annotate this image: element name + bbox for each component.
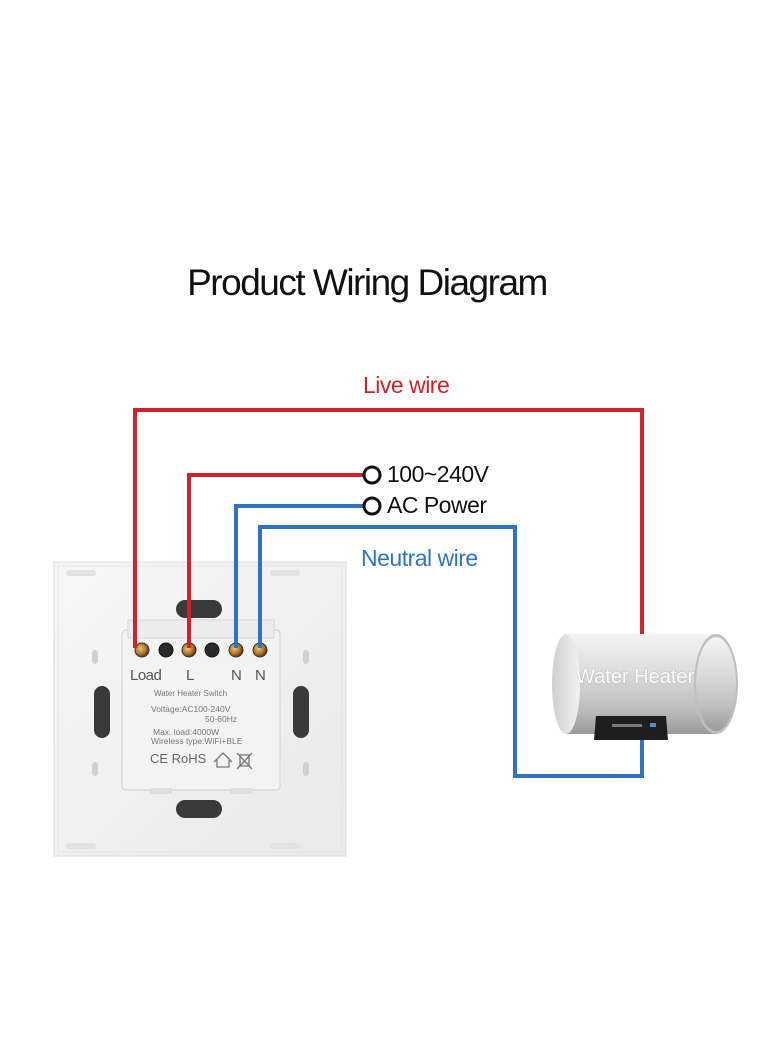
terminal-blank-screw [158, 642, 174, 658]
terminal-load-screw [134, 642, 150, 658]
switch-wireless-label: Wireless type:WiFi+BLE [151, 736, 243, 746]
terminal-label-n: N [231, 667, 242, 684]
neutral-wire [234, 504, 644, 778]
live-wire-label: Live wire [363, 372, 450, 398]
ac-terminal-neutral [362, 496, 382, 516]
terminal-label-n: N [255, 667, 266, 684]
water-heater [552, 634, 738, 740]
terminal-label-l: L [186, 667, 194, 684]
neutral-wire-label: Neutral wire [361, 545, 478, 571]
switch-name-label: Water Heater Switch [154, 689, 228, 698]
page-title: Product Wiring Diagram [187, 262, 548, 303]
live-wire [133, 408, 644, 648]
switch-frequency-label: 50-60Hz [205, 714, 238, 724]
ac-power-label: AC Power [387, 492, 487, 518]
terminal-label-load: Load [130, 667, 162, 684]
heater-label: Water Heater [576, 666, 695, 688]
voltage-label: 100~240V [387, 461, 489, 487]
switch-max-load-label: Max. load:4000W [153, 727, 220, 737]
ac-terminal-live [362, 465, 382, 485]
cert-label: CE RoHS [150, 751, 207, 766]
switch-voltage-label: Voltage:AC100-240V [151, 704, 231, 714]
terminal-blank-screw [204, 642, 220, 658]
heater-display [594, 716, 668, 740]
